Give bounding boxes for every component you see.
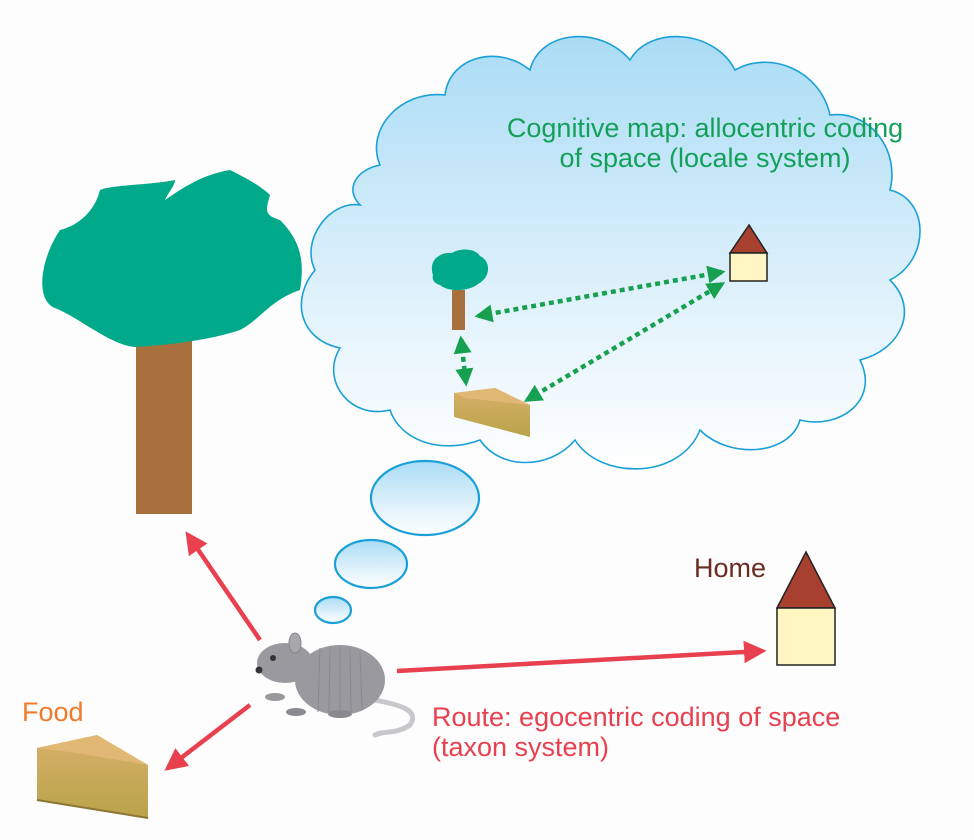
route-arrow-to-food (164, 703, 252, 771)
mouse-agent (255, 632, 415, 738)
mouse-ear (288, 632, 302, 654)
tree-canopy (42, 170, 302, 347)
map-link-tree-food (453, 335, 474, 387)
map-house-icon (728, 223, 769, 282)
mouse-nose (255, 666, 263, 674)
tree-landmark (42, 170, 302, 514)
route-arrows (164, 531, 767, 771)
map-cheese-icon (454, 388, 530, 437)
food-label: Food (22, 697, 84, 727)
map-links (453, 265, 726, 402)
thought-cloud (300, 35, 921, 470)
thought-bubble-large (369, 459, 481, 537)
mouse-eye (270, 655, 276, 661)
route-arrow-to-home (396, 640, 767, 674)
map-link-food-home (523, 282, 726, 402)
thought-bubble-medium (333, 538, 409, 590)
cognitive-map-caption: Cognitive map: allocentric coding of spa… (506, 113, 904, 174)
home-landmark (775, 550, 837, 666)
food-landmark (36, 735, 149, 819)
thought-bubble-small (313, 595, 353, 625)
route-arrow-to-tree (185, 531, 262, 642)
mouse-tail (372, 697, 415, 738)
map-tree-icon (431, 249, 489, 330)
home-label: Home (694, 553, 767, 583)
route-caption: Route: egocentric coding of space (taxon… (432, 702, 841, 763)
tree-trunk (136, 338, 192, 514)
